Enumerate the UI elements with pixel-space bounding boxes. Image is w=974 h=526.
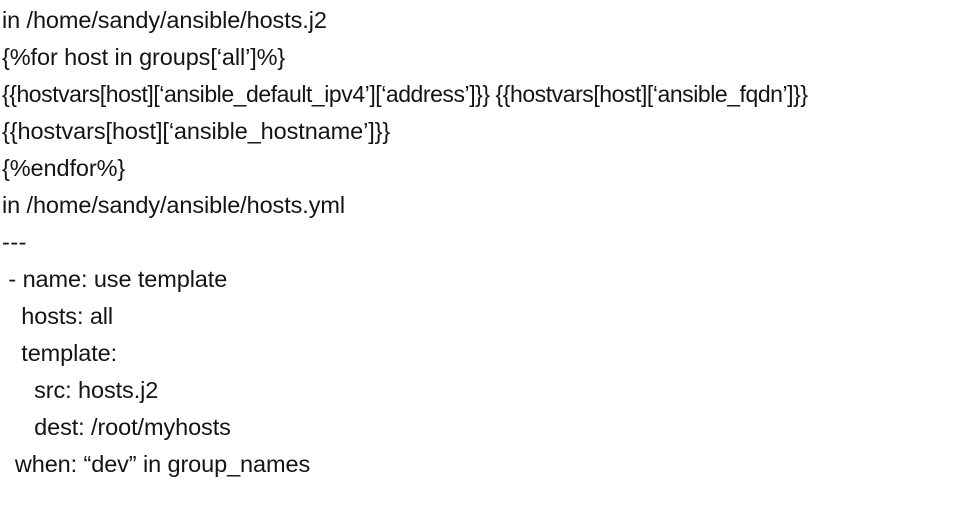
yaml-document-start-line: --- bbox=[2, 229, 27, 255]
jinja-ipv4-address-fqdn-line: {{hostvars[host][‘ansible_default_ipv4’]… bbox=[2, 81, 808, 107]
yaml-play-name-line: - name: use template bbox=[2, 266, 228, 292]
yaml-when-condition-line: when: “dev” in group_names bbox=[2, 451, 311, 477]
yaml-dest-line: dest: /root/myhosts bbox=[2, 414, 231, 440]
jinja-hostname-line: {{hostvars[host][‘ansible_hostname’]}} bbox=[2, 118, 391, 144]
yaml-hosts-line: hosts: all bbox=[2, 303, 114, 329]
code-listing: in /home/sandy/ansible/hosts.j2 {%for ho… bbox=[2, 7, 808, 477]
jinja-file-path-heading: in /home/sandy/ansible/hosts.j2 bbox=[2, 7, 327, 33]
yaml-template-module-line: template: bbox=[2, 340, 118, 366]
jinja-for-loop-open-line: {%for host in groups[‘all’]%} bbox=[2, 44, 286, 70]
jinja-endfor-line: {%endfor%} bbox=[2, 155, 126, 181]
yaml-file-path-heading: in /home/sandy/ansible/hosts.yml bbox=[2, 192, 345, 218]
yaml-src-line: src: hosts.j2 bbox=[2, 377, 159, 403]
